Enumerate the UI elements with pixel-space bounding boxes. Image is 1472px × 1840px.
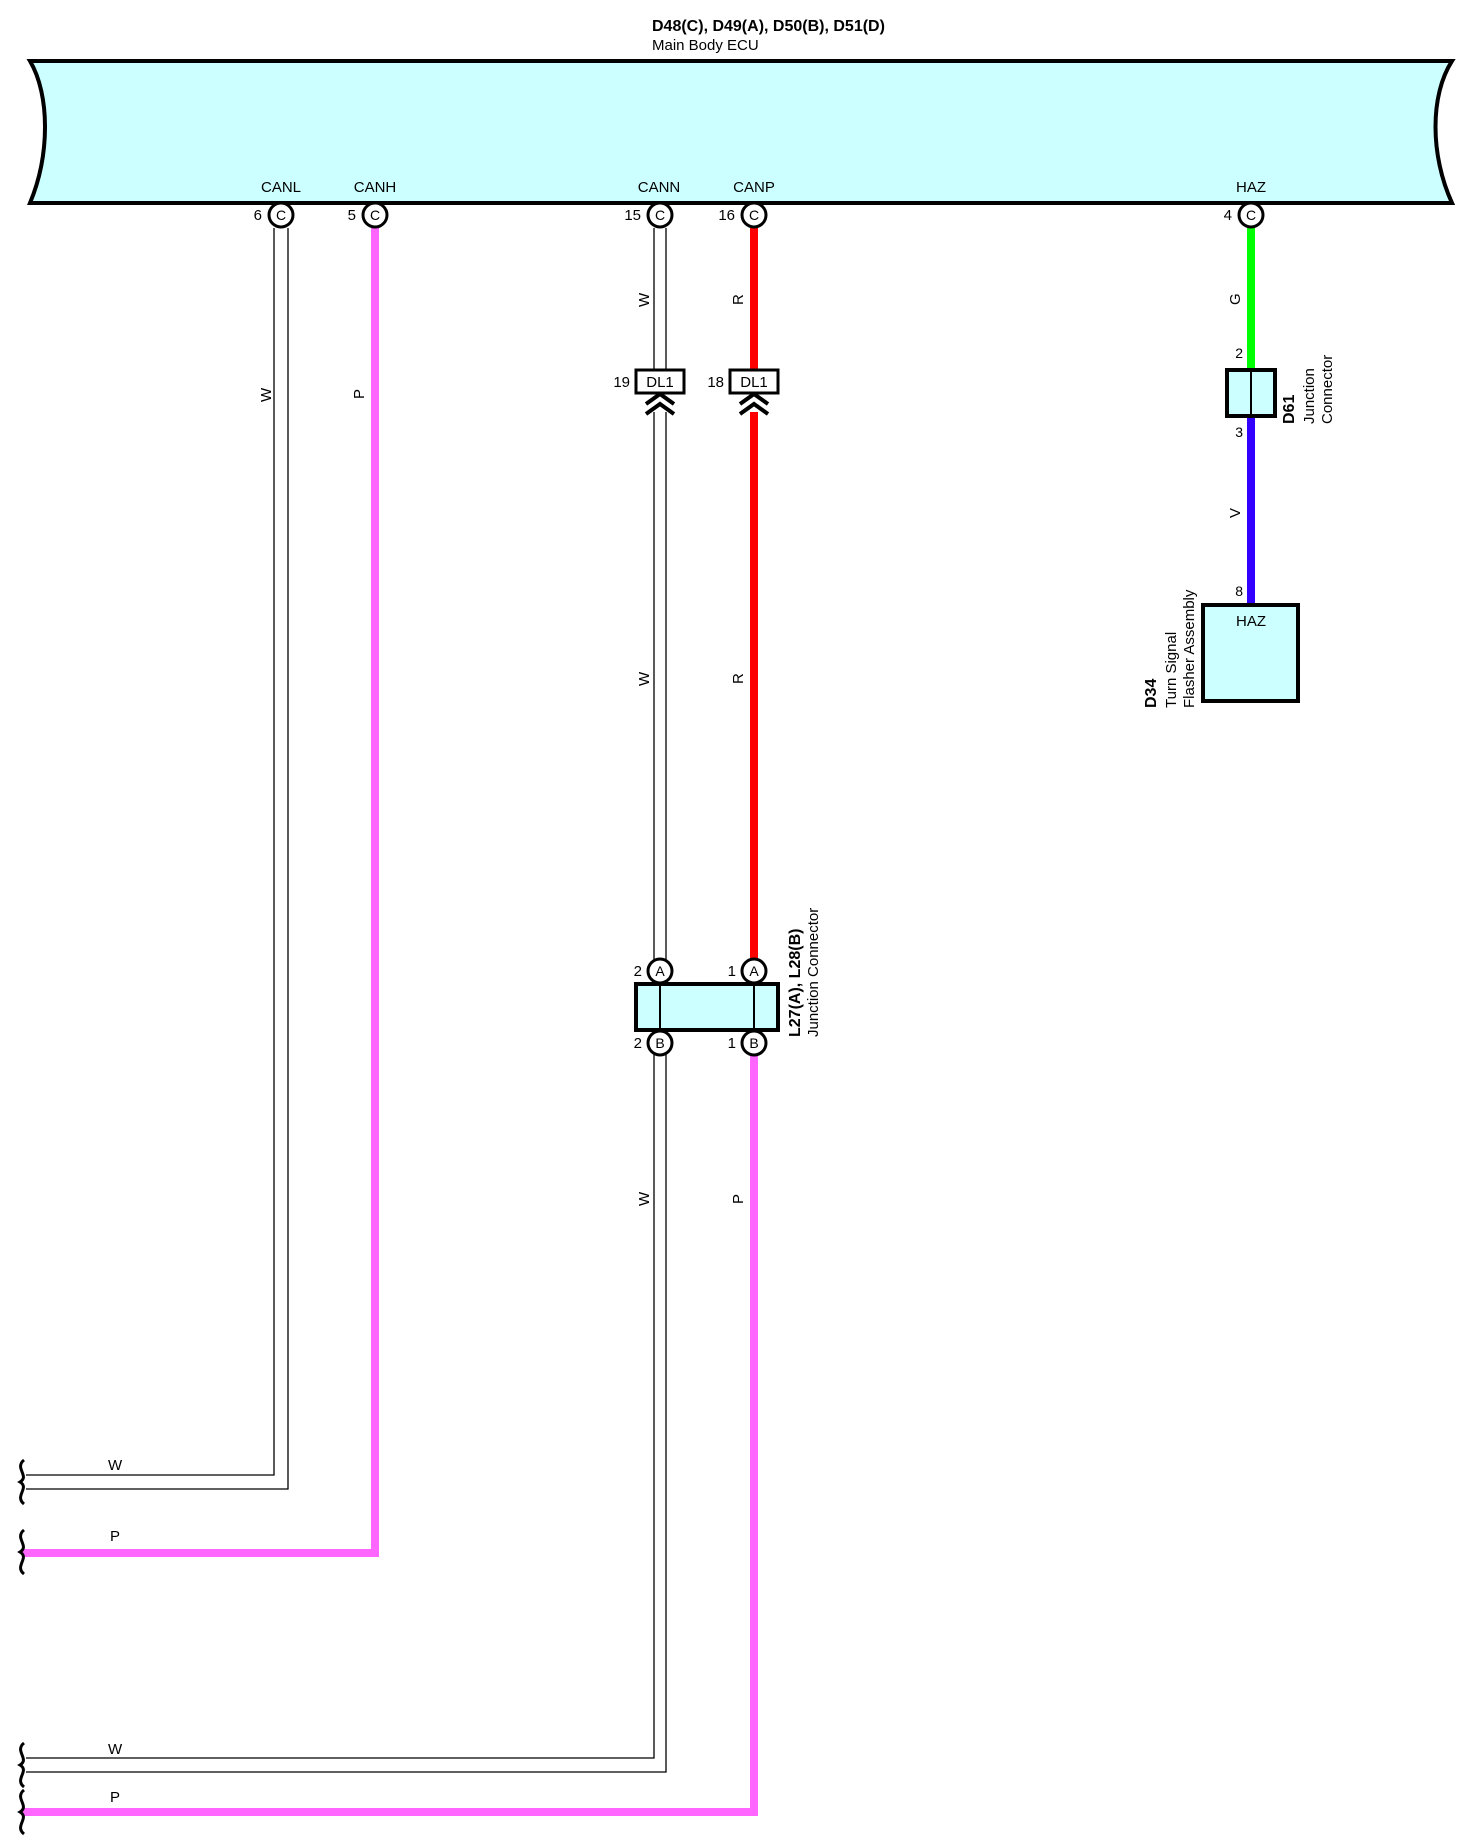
wire-canh bbox=[22, 228, 379, 1557]
ecu-name-label: Main Body ECU bbox=[652, 37, 759, 54]
d34-id: D34 bbox=[1143, 679, 1160, 708]
l27-top-pin-letter: A bbox=[749, 963, 759, 979]
l28-bottom-pin-number: 2 bbox=[634, 1035, 642, 1052]
wire-canp-lower bbox=[22, 1050, 758, 1816]
ecu-pin-canh: C 5 bbox=[348, 201, 389, 229]
pin-name-canl: CANL bbox=[261, 179, 301, 196]
d61-pin-bottom: 3 bbox=[1235, 424, 1243, 440]
pin-number: 15 bbox=[624, 207, 641, 224]
d34-pin-number: 8 bbox=[1235, 583, 1243, 599]
pin-connector-letter: C bbox=[276, 207, 286, 223]
ecu-pin-canp: C 16 bbox=[718, 201, 768, 229]
wire-code-out3: W bbox=[108, 1741, 123, 1758]
d61-pin-top: 2 bbox=[1235, 345, 1243, 361]
d61-name-line1: Junction bbox=[1301, 368, 1318, 424]
pin-connector-letter: C bbox=[370, 207, 380, 223]
wire-code-out2: P bbox=[110, 1528, 120, 1545]
l27-name: Junction Connector bbox=[805, 908, 822, 1037]
wire-code-haz-lower: V bbox=[1227, 508, 1244, 518]
pin-connector-letter: C bbox=[749, 207, 759, 223]
wire-cann-middle bbox=[653, 412, 667, 962]
d61-name-line2: Connector bbox=[1319, 355, 1336, 424]
break-symbol-2 bbox=[17, 1528, 26, 1576]
wire-code-canp-lower: P bbox=[730, 1194, 747, 1204]
ecu-pin-haz: C 4 bbox=[1224, 201, 1265, 229]
l27-id: L27(A), L28(B) bbox=[787, 929, 804, 1037]
wire-cann-upper bbox=[653, 228, 667, 370]
l27-l28-junction-connector: A 2 A 1 B 2 B 1 L27(A), L28(B) Junction … bbox=[634, 908, 822, 1057]
wire-code-cann-upper: W bbox=[636, 292, 653, 307]
break-symbol-3 bbox=[17, 1741, 26, 1789]
chevron-up-icon bbox=[644, 391, 676, 416]
l28-bottom-pin-letter: B bbox=[655, 1035, 664, 1051]
wire-canl bbox=[26, 228, 289, 1490]
pin-connector-letter: C bbox=[655, 207, 665, 223]
d34-name-line1: Turn Signal bbox=[1163, 632, 1180, 708]
pin-name-cann: CANN bbox=[638, 179, 681, 196]
dl1-pin-number: 18 bbox=[707, 374, 724, 391]
d34-name-line2: Flasher Assembly bbox=[1181, 589, 1198, 708]
ecu-pin-canl: C 6 bbox=[254, 201, 295, 229]
l27-top-pin-number: 2 bbox=[634, 963, 642, 980]
ecu-connectors-label: D48(C), D49(A), D50(B), D51(D) bbox=[652, 18, 885, 35]
dl1-label: DL1 bbox=[646, 374, 674, 391]
d61-junction-connector: 2 3 D61 Junction Connector bbox=[1225, 345, 1336, 440]
wire-code-canp-mid: R bbox=[730, 673, 747, 684]
wire-code-canp-upper: R bbox=[730, 294, 747, 305]
wire-code-haz-upper: G bbox=[1227, 293, 1244, 305]
wire-code-cann-mid: W bbox=[636, 671, 653, 686]
wire-cann-lower bbox=[26, 1050, 667, 1773]
pin-number: 4 bbox=[1224, 207, 1232, 224]
break-symbol-1 bbox=[17, 1458, 26, 1506]
wire-code-out1: W bbox=[108, 1457, 123, 1474]
pin-name-haz: HAZ bbox=[1236, 179, 1266, 196]
chevron-up-icon bbox=[738, 391, 770, 416]
main-body-ecu-box bbox=[26, 59, 1456, 205]
l27-top-pin-number: 1 bbox=[728, 963, 736, 980]
dl1-pin-number: 19 bbox=[613, 374, 630, 391]
pin-connector-letter: C bbox=[1246, 207, 1256, 223]
l27-top-pin-letter: A bbox=[655, 963, 665, 979]
d34-turn-signal-flasher: HAZ 8 D34 Turn Signal Flasher Assembly bbox=[1143, 583, 1300, 708]
l28-bottom-pin-letter: B bbox=[749, 1035, 758, 1051]
wire-code-cann-lower: W bbox=[636, 1191, 653, 1206]
wire-code-canl: W bbox=[258, 387, 275, 402]
d34-terminal-label: HAZ bbox=[1236, 613, 1266, 630]
pin-number: 16 bbox=[718, 207, 735, 224]
d61-id: D61 bbox=[1281, 395, 1298, 424]
pin-name-canp: CANP bbox=[733, 179, 775, 196]
dl1-label: DL1 bbox=[740, 374, 768, 391]
dl1-connector-cann: DL1 19 bbox=[613, 368, 686, 416]
pin-number: 5 bbox=[348, 207, 356, 224]
l28-bottom-pin-number: 1 bbox=[728, 1035, 736, 1052]
wire-code-out4: P bbox=[110, 1789, 120, 1806]
wire-code-canh: P bbox=[351, 389, 368, 399]
break-symbol-4 bbox=[17, 1788, 26, 1836]
pin-number: 6 bbox=[254, 207, 262, 224]
dl1-connector-canp: DL1 18 bbox=[707, 368, 780, 416]
pin-name-canh: CANH bbox=[354, 179, 397, 196]
ecu-pin-cann: C 15 bbox=[624, 201, 674, 229]
